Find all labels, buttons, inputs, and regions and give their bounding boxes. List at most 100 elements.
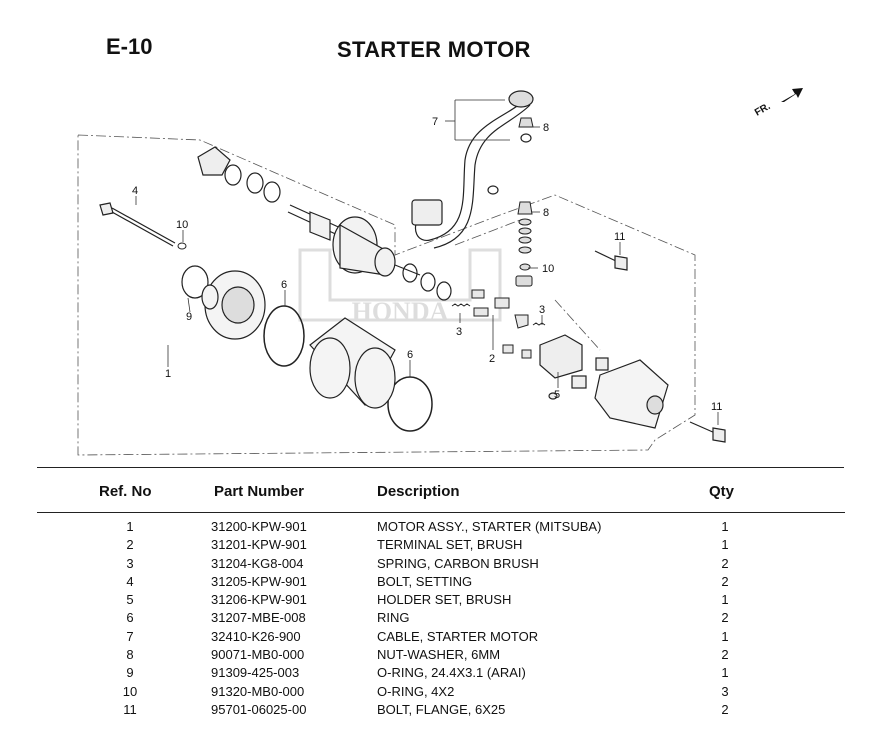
- qty-cell: 2: [721, 573, 729, 589]
- qty-cell: 1: [721, 519, 729, 534]
- part-number-cell: 31204-KG8-004: [211, 555, 304, 571]
- front-arrow-icon: FR.: [753, 88, 803, 119]
- front-label: FR.: [753, 101, 773, 119]
- part-number-cell: 32410-K26-900: [211, 628, 301, 644]
- yoke: [309, 317, 396, 409]
- col-header-desc: Description: [377, 483, 460, 500]
- table-header-rule: [37, 512, 845, 513]
- callout-8-top: 8: [543, 122, 549, 134]
- callout-7: 7: [432, 116, 438, 128]
- brush-holder: [539, 334, 609, 400]
- table-row: 5 31206-KPW-901 HOLDER SET, BRUSH 1: [0, 592, 893, 610]
- part-number-cell: 31201-KPW-901: [211, 537, 307, 553]
- cable-part: [411, 90, 534, 249]
- table-row: 10 91320-MB0-000 O-RING, 4X2 3: [0, 684, 893, 702]
- honda-watermark: HONDA: [298, 248, 502, 326]
- watermark-text: HONDA: [352, 297, 449, 326]
- flange-bolts: [594, 250, 726, 443]
- part-number-cell: 91309-425-003: [211, 665, 300, 681]
- table-row: 3 31204-KG8-004 SPRING, CARBON BRUSH 2: [0, 556, 893, 574]
- col-header-qty: Qty: [709, 483, 735, 500]
- part-number-cell: 31205-KPW-901: [211, 573, 307, 589]
- qty-cell: 2: [721, 555, 729, 571]
- ref-cell: 5: [126, 592, 134, 608]
- description-cell: SPRING, CARBON BRUSH: [377, 555, 539, 571]
- brush-terminal-set: [471, 289, 532, 359]
- ref-cell: 11: [123, 701, 137, 717]
- o-ring-large: [181, 265, 209, 299]
- ref-cell: 4: [126, 573, 134, 589]
- setting-bolt: [99, 202, 176, 247]
- part-number-cell: 95701-06025-00: [211, 701, 307, 717]
- description-cell: BOLT, FLANGE, 6X25: [377, 701, 506, 717]
- table-row: 6 31207-MBE-008 RING 2: [0, 610, 893, 628]
- description-cell: BOLT, SETTING: [377, 573, 473, 589]
- callout-6-left: 6: [281, 279, 287, 291]
- ref-cell: 8: [126, 647, 134, 663]
- callout-3-right: 3: [539, 304, 545, 316]
- parts-table-body: 1 31200-KPW-901 MOTOR ASSY., STARTER (MITS…: [0, 519, 893, 720]
- ref-cell: 9: [126, 665, 134, 681]
- part-number-cell: 90071-MB0-000: [211, 647, 305, 663]
- description-cell: RING: [377, 610, 410, 626]
- description-cell: MOTOR ASSY., STARTER (MITSUBA): [377, 519, 602, 534]
- callout-4: 4: [132, 185, 138, 197]
- ref-cell: 10: [122, 683, 138, 699]
- description-cell: CABLE, STARTER MOTOR: [377, 628, 539, 644]
- callout-1: 1: [165, 368, 171, 380]
- table-row: 9 91309-425-003 O-RING, 24.4X3.1 (ARAI) 1: [0, 665, 893, 683]
- callout-10-right: 10: [542, 263, 554, 275]
- callout-3-left: 3: [456, 326, 462, 338]
- callout-10-left: 10: [176, 219, 188, 231]
- qty-cell: 1: [721, 665, 729, 681]
- description-cell: TERMINAL SET, BRUSH: [377, 537, 523, 553]
- callout-9: 9: [186, 311, 192, 323]
- nut-washer-stack: [515, 117, 534, 287]
- front-cover: [197, 146, 281, 203]
- page-title: STARTER MOTOR: [337, 37, 531, 62]
- exploded-diagram: HONDA FR.: [77, 88, 803, 456]
- callout-5: 5: [554, 389, 560, 401]
- ref-cell: 7: [126, 628, 134, 644]
- ring-front: [263, 305, 305, 367]
- part-number-cell: 91320-MB0-000: [211, 683, 305, 699]
- table-row: 8 90071-MB0-000 NUT-WASHER, 6MM 2: [0, 647, 893, 665]
- ref-cell: 6: [126, 610, 134, 626]
- table-row: 4 31205-KPW-901 BOLT, SETTING 2: [0, 574, 893, 592]
- description-cell: NUT-WASHER, 6MM: [377, 647, 501, 663]
- table-row: 11 95701-06025-00 BOLT, FLANGE, 6X25 2: [0, 702, 893, 720]
- callout-6-right: 6: [407, 349, 413, 361]
- qty-cell: 1: [721, 592, 729, 608]
- section-code: E-10: [106, 34, 153, 59]
- table-top-rule: [37, 467, 844, 468]
- callout-11-top: 11: [614, 231, 625, 243]
- col-header-ref: Ref. No: [99, 483, 152, 500]
- table-row: 2 31201-KPW-901 TERMINAL SET, BRUSH 1: [0, 537, 893, 555]
- carbon-brush-springs: [451, 303, 546, 326]
- description-cell: HOLDER SET, BRUSH: [377, 592, 512, 608]
- armature: [287, 204, 452, 301]
- callout-11-bottom: 11: [711, 401, 722, 413]
- ref-cell: 3: [126, 555, 134, 571]
- callout-2: 2: [489, 353, 495, 365]
- part-number-cell: 31207-MBE-008: [211, 610, 306, 626]
- front-housing: [201, 270, 266, 340]
- col-header-part: Part Number: [214, 483, 305, 500]
- table-row: 1 31200-KPW-901 MOTOR ASSY., STARTER (MITS…: [0, 519, 893, 537]
- qty-cell: 2: [721, 701, 729, 717]
- qty-cell: 2: [721, 647, 729, 663]
- ref-cell: 1: [126, 519, 134, 534]
- description-cell: O-RING, 24.4X3.1 (ARAI): [377, 665, 526, 681]
- table-row: 7 32410-K26-900 CABLE, STARTER MOTOR 1: [0, 629, 893, 647]
- callout-8-mid: 8: [543, 207, 549, 219]
- ref-cell: 2: [126, 537, 134, 553]
- rear-cover: [594, 359, 669, 429]
- o-ring-small: [177, 242, 187, 250]
- qty-cell: 1: [721, 628, 729, 644]
- qty-cell: 2: [721, 610, 729, 626]
- part-number-cell: 31200-KPW-901: [211, 519, 307, 534]
- part-number-cell: 31206-KPW-901: [211, 592, 307, 608]
- qty-cell: 1: [721, 537, 729, 553]
- description-cell: O-RING, 4X2: [377, 683, 455, 699]
- qty-cell: 3: [721, 683, 729, 699]
